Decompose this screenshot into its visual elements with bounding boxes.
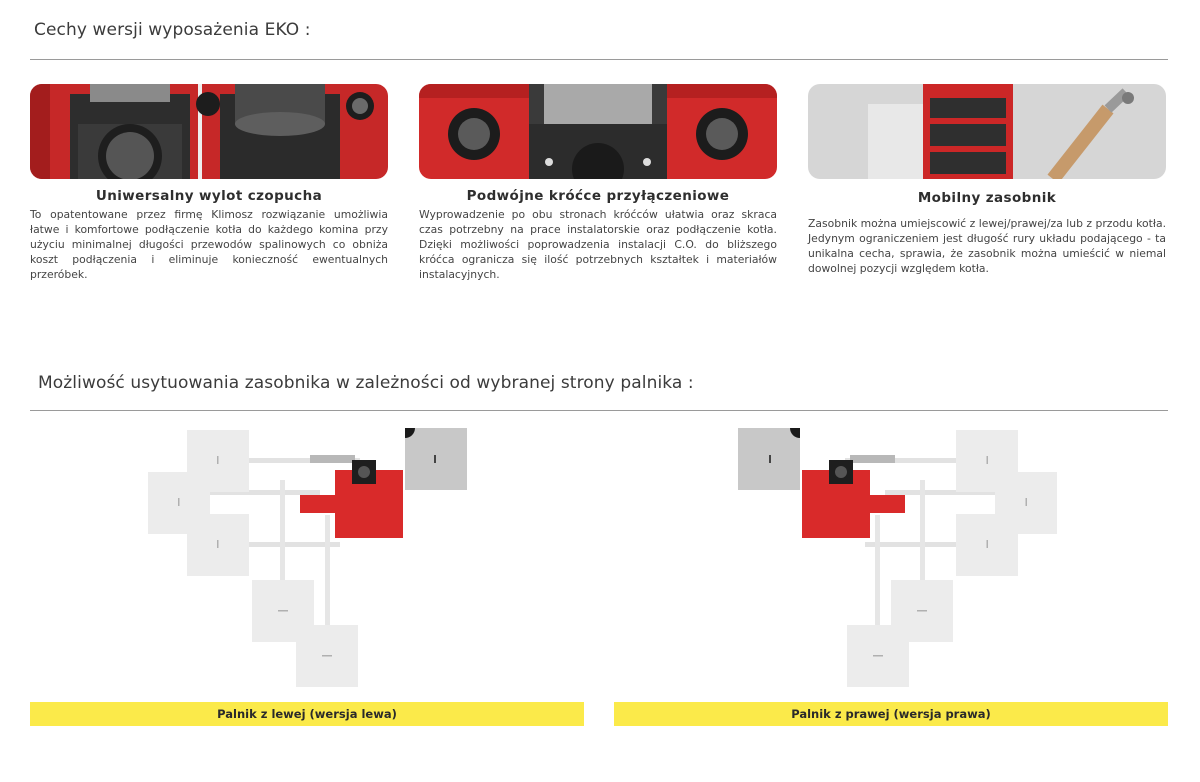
features-divider xyxy=(30,59,1168,60)
burner xyxy=(300,495,340,513)
feature-desc-hopper: Zasobnik można umiejscowić z lewej/prawe… xyxy=(808,217,1167,275)
feature-title-connectors: Podwójne króćce przyłączeniowe xyxy=(466,188,730,204)
flue-outlet-photo xyxy=(30,84,388,179)
placement-divider xyxy=(30,410,1168,411)
feature-title-hopper: Mobilny zasobnik xyxy=(917,190,1057,206)
mobile-hopper-photo xyxy=(808,84,1166,179)
feature-desc-connectors: Wyprowadzenie po obu stronach króćców uł… xyxy=(419,208,777,281)
feature-title-flue: Uniwersalny wylot czopucha xyxy=(95,188,323,204)
features-heading: Cechy wersji wyposażenia EKO : xyxy=(34,20,311,40)
caption-left-version: Palnik z lewej (wersja lewa) xyxy=(30,702,584,726)
connectors-photo xyxy=(419,84,777,179)
burner xyxy=(865,495,905,513)
caption-right-version: Palnik z prawej (wersja prawa) xyxy=(614,702,1168,726)
feature-desc-flue: To opatentowane przez firmę Klimosz rozw… xyxy=(30,208,388,281)
diagram-left-burner xyxy=(140,420,480,695)
placement-heading: Możliwość usytuowania zasobnika w zależn… xyxy=(38,373,694,393)
diagram-right-burner xyxy=(725,420,1065,695)
